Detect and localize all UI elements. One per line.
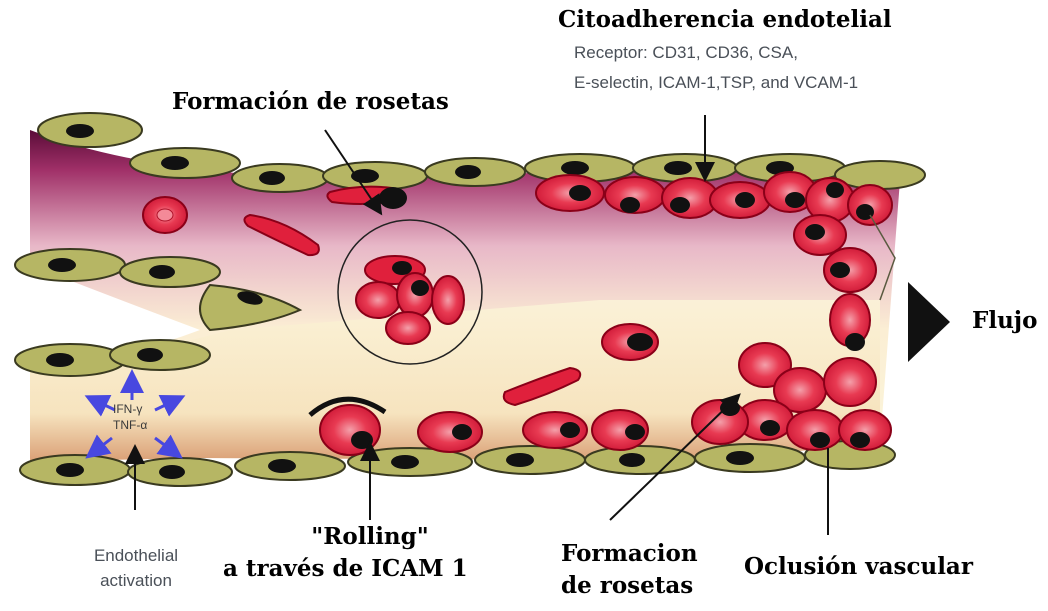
rolling-label-line-1: "Rolling" bbox=[260, 523, 480, 550]
rosette-formation-bottom-line-1: Formacion bbox=[561, 540, 698, 567]
cytoadherence-title: Citoadherencia endotelial bbox=[558, 6, 892, 33]
rosette-formation-bottom-line-2: de rosetas bbox=[561, 572, 693, 599]
rosette-formation-top-label: Formación de rosetas bbox=[172, 88, 449, 115]
receptor-line-2: E-selectin, ICAM-1,TSP, and VCAM-1 bbox=[574, 73, 858, 93]
rolling-label-line-2: a través de ICAM 1 bbox=[223, 555, 468, 582]
endothelial-activation-line-2: activation bbox=[76, 571, 196, 591]
flow-arrow-icon bbox=[908, 282, 950, 362]
ifn-gamma-label: IFN-γ bbox=[113, 402, 142, 416]
vascular-occlusion-label: Oclusión vascular bbox=[744, 553, 973, 580]
tnf-alpha-label: TNF-α bbox=[113, 418, 147, 432]
endothelial-activation-line-1: Endothelial bbox=[76, 546, 196, 566]
flow-label: Flujo bbox=[972, 307, 1037, 334]
receptor-line-1: Receptor: CD31, CD36, CSA, bbox=[574, 43, 798, 63]
